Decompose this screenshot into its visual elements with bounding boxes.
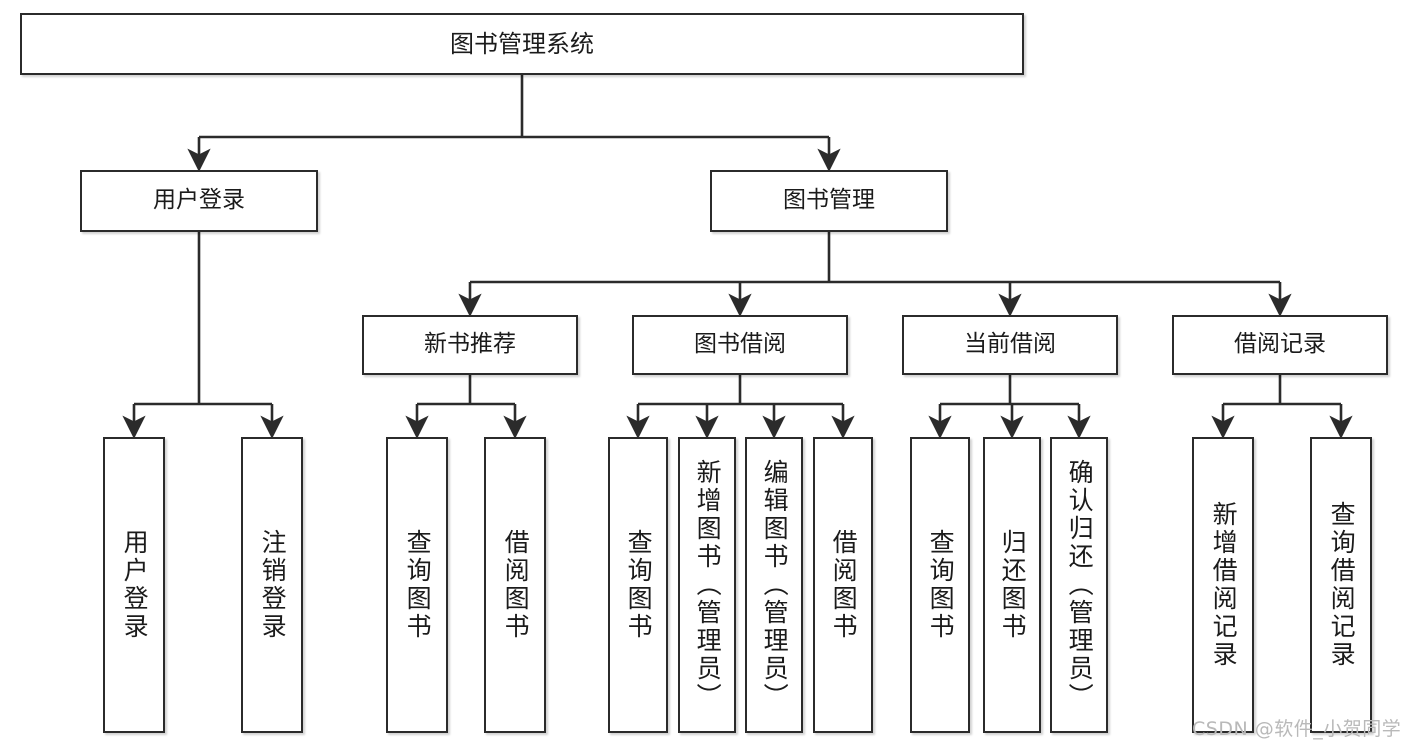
node-leaf-user-logout[interactable]: 注销登录 [241, 437, 303, 733]
node-leaf-confirm-return[interactable]: 确认归还（管理员） [1050, 437, 1108, 733]
node-label: 用户登录 [120, 529, 150, 641]
node-leaf-borrow-book-1[interactable]: 借阅图书 [484, 437, 546, 733]
node-label: 新增图书（管理员） [693, 459, 723, 711]
node-label: 注销登录 [258, 529, 288, 641]
node-leaf-add-record[interactable]: 新增借阅记录 [1192, 437, 1254, 733]
node-user-login[interactable]: 用户登录 [80, 170, 318, 232]
node-label: 确认归还（管理员） [1065, 459, 1095, 711]
node-leaf-user-login[interactable]: 用户登录 [103, 437, 165, 733]
node-leaf-query-record[interactable]: 查询借阅记录 [1310, 437, 1372, 733]
node-leaf-query-book-1[interactable]: 查询图书 [386, 437, 448, 733]
node-root[interactable]: 图书管理系统 [20, 13, 1024, 75]
node-label: 查询图书 [926, 529, 956, 641]
node-book-manage[interactable]: 图书管理 [710, 170, 948, 232]
node-label: 图书管理 [783, 187, 875, 214]
node-leaf-borrow-book-2[interactable]: 借阅图书 [813, 437, 873, 733]
node-label: 归还图书 [998, 529, 1028, 641]
node-leaf-query-book-3[interactable]: 查询图书 [910, 437, 970, 733]
node-label: 查询图书 [624, 529, 654, 641]
node-label: 新书推荐 [424, 331, 516, 358]
node-label: 当前借阅 [964, 331, 1056, 358]
node-leaf-return-book[interactable]: 归还图书 [983, 437, 1041, 733]
node-label: 借阅图书 [829, 529, 859, 641]
node-new-book-rec[interactable]: 新书推荐 [362, 315, 578, 375]
node-label: 借阅图书 [501, 529, 531, 641]
node-label: 编辑图书（管理员） [760, 459, 790, 711]
node-label: 查询借阅记录 [1327, 501, 1357, 669]
node-label: 用户登录 [153, 187, 245, 214]
node-label: 图书借阅 [694, 331, 786, 358]
node-leaf-query-book-2[interactable]: 查询图书 [608, 437, 668, 733]
node-borrow-record[interactable]: 借阅记录 [1172, 315, 1388, 375]
node-label: 借阅记录 [1234, 331, 1326, 358]
node-current-borrow[interactable]: 当前借阅 [902, 315, 1118, 375]
node-leaf-add-book[interactable]: 新增图书（管理员） [678, 437, 736, 733]
node-leaf-edit-book[interactable]: 编辑图书（管理员） [745, 437, 803, 733]
node-book-borrow[interactable]: 图书借阅 [632, 315, 848, 375]
node-label: 新增借阅记录 [1209, 501, 1239, 669]
node-label: 图书管理系统 [450, 29, 594, 58]
node-label: 查询图书 [403, 529, 433, 641]
